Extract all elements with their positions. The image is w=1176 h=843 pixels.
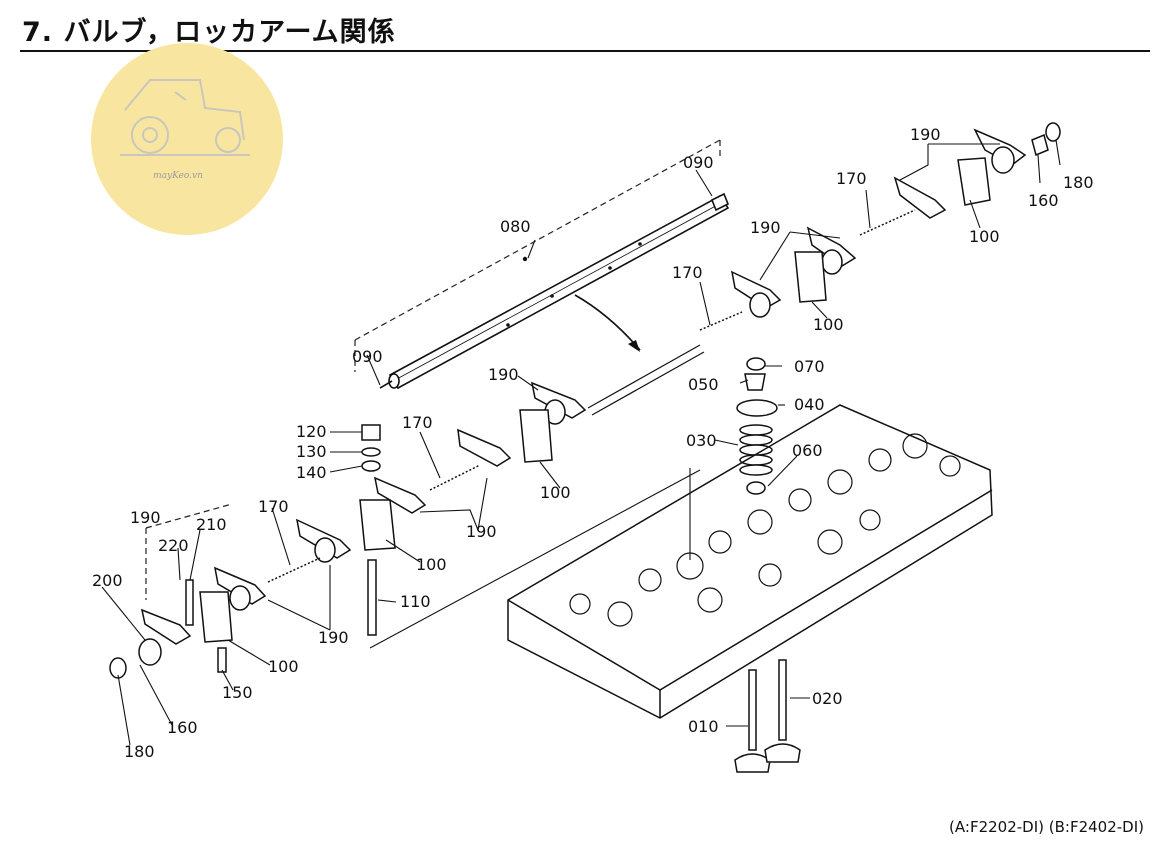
model-footnote: (A:F2202-DI) (B:F2402-DI) [949,818,1144,836]
callout-150: 150 [222,683,253,702]
callout-170: 170 [402,413,433,432]
washer-130 [361,447,381,457]
valve-seal-060 [746,481,766,495]
callout-160: 160 [1028,191,1059,210]
callout-100: 100 [969,227,1000,246]
washer-160 [138,638,162,666]
snap-ring-180 [1045,122,1061,142]
rocker-arm-190 [893,176,947,219]
callout-190: 190 [130,508,161,527]
rocker-shaft-080 [379,192,730,390]
callout-110: 110 [400,592,431,611]
bracket-100 [199,591,233,643]
callout-170: 170 [672,263,703,282]
valve-spring-030 [739,424,773,476]
leader-dashed-lines [145,139,721,600]
arrow-head-icon [628,340,640,352]
callout-120: 120 [296,422,327,441]
callout-100: 100 [268,657,299,676]
callout-080: 080 [500,217,531,236]
callout-050: 050 [688,375,719,394]
callout-060: 060 [792,441,823,460]
rocker-arm-190 [457,428,512,467]
callout-090: 090 [683,153,714,172]
callout-010: 010 [688,717,719,736]
callout-180: 180 [124,742,155,761]
watermark-text: mayKeo.vn [153,171,203,181]
callout-190: 190 [466,522,497,541]
callout-100: 100 [813,315,844,334]
watermark-circle [91,43,283,235]
callout-030: 030 [686,431,717,450]
bracket-100 [794,251,827,303]
bracket-100 [359,499,396,551]
callout-090: 090 [352,347,383,366]
callout-190: 190 [488,365,519,384]
callout-180: 180 [1063,173,1094,192]
leader-lines [101,139,1061,746]
rocker-arm-190 [373,476,427,514]
retainer-040 [736,399,778,417]
page-title: 7. バルブ，ロッカアーム関係 [22,17,396,48]
callout-200: 200 [92,571,123,590]
stud-110 [367,559,377,636]
callout-170: 170 [836,169,867,188]
rocker-bush [991,146,1015,174]
rocker-arm-190 [806,226,857,267]
spring-170 [267,557,321,583]
shaft-guide-lines [587,344,705,416]
callout-190: 190 [750,218,781,237]
callout-labels: 090 090 080 190 180 160 170 100 190 170 … [92,125,1094,761]
washer-140 [361,460,381,472]
valve-cap-070 [746,357,766,371]
bracket-100 [519,409,553,463]
rocker-arm-190 [140,608,192,645]
callout-100: 100 [416,555,447,574]
callout-040: 040 [794,395,825,414]
callout-020: 020 [812,689,843,708]
callout-130: 130 [296,442,327,461]
spring-170 [429,464,481,491]
spring-170 [699,311,743,331]
callout-160: 160 [167,718,198,737]
tractor-icon [120,79,250,156]
callout-220: 220 [158,536,189,555]
callout-170: 170 [258,497,289,516]
washer-160 [1031,133,1049,157]
callout-190: 190 [910,125,941,144]
valve-train [734,357,801,773]
adjusting-screw-220 [185,579,194,626]
nut-120 [361,424,381,441]
valve-010 [748,669,757,751]
callout-140: 140 [296,463,327,482]
title-underline [20,50,1150,52]
bracket-100 [957,157,991,206]
callout-210: 210 [196,515,227,534]
rocker-arms [109,122,1061,679]
callout-070: 070 [794,357,825,376]
rocker-bush [821,249,843,275]
assembly-arrow [574,294,641,351]
watermark-logo: mayKeo.vn [91,43,283,235]
callout-100: 100 [540,483,571,502]
collet-050 [744,373,766,391]
screw-150 [217,647,227,673]
valve-020 [778,659,787,741]
callout-190: 190 [318,628,349,647]
